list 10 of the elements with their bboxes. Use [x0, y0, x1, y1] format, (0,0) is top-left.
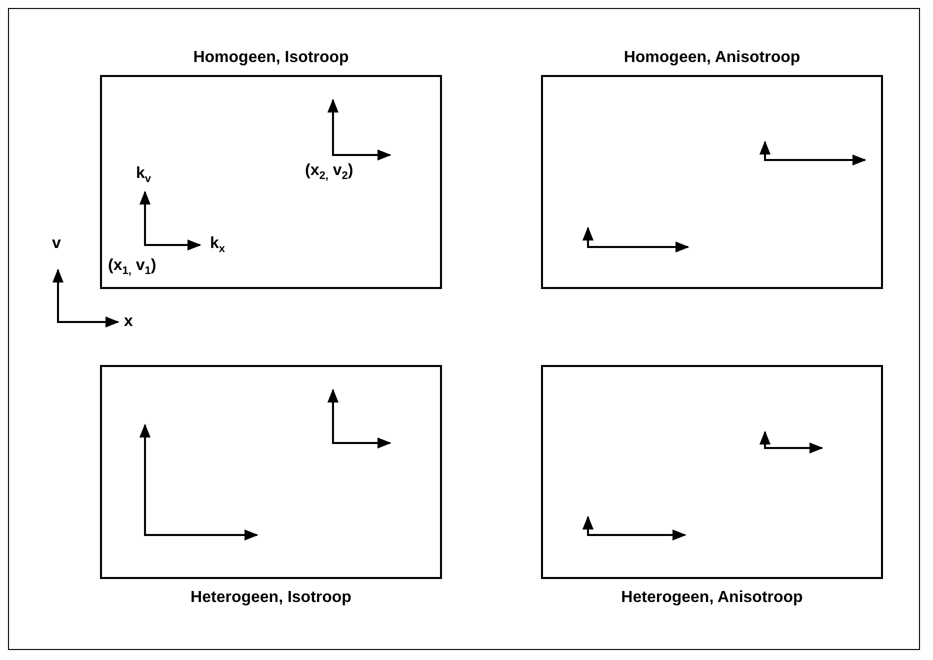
coordinate-label: (x$_{1,}$ v$_{1}$): [108, 258, 156, 278]
panel-title: Homogeen, Anisotroop: [622, 49, 802, 67]
axis-label: k$_{v}$: [136, 166, 152, 186]
axis-label: k$_{x}$: [210, 236, 226, 256]
panel-title: Heterogeen, Isotroop: [190, 589, 352, 607]
axis-label: v: [52, 236, 61, 252]
panel-title: Homogeen, Isotroop: [192, 49, 350, 67]
axis-label: x: [124, 314, 133, 330]
coordinate-label: (x$_{2,}$ v$_{2}$): [305, 163, 354, 182]
panel-title: Heterogeen, Anisotroop: [620, 589, 804, 607]
